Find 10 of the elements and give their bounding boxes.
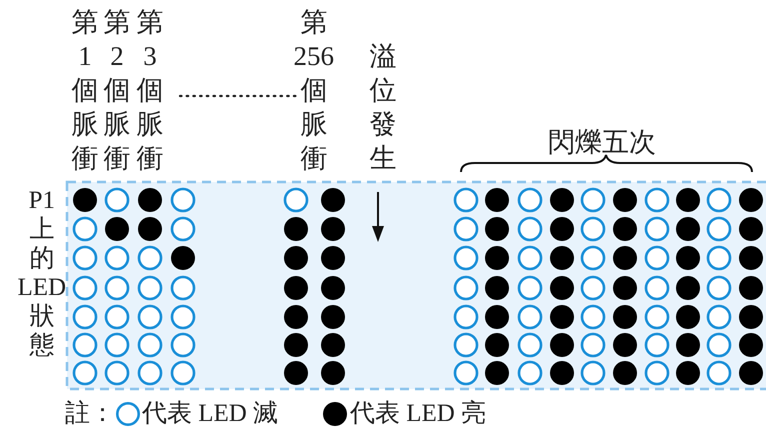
column-header: 第256個脈衝 [294, 6, 334, 175]
legend-text: 代表 LED 亮 [350, 399, 486, 429]
column-header: 溢位發生 [370, 40, 396, 175]
legend-text: 代表 LED 滅 [142, 399, 278, 429]
column-header: 第1個脈衝 [72, 6, 98, 175]
axis-label: P1上的LED狀態 [18, 186, 66, 360]
column-header: 第2個脈衝 [104, 6, 130, 175]
bracket-label: 閃爍五次 [548, 127, 656, 157]
note-label: 註： [65, 399, 115, 429]
column-header: 第3個脈衝 [136, 6, 164, 175]
